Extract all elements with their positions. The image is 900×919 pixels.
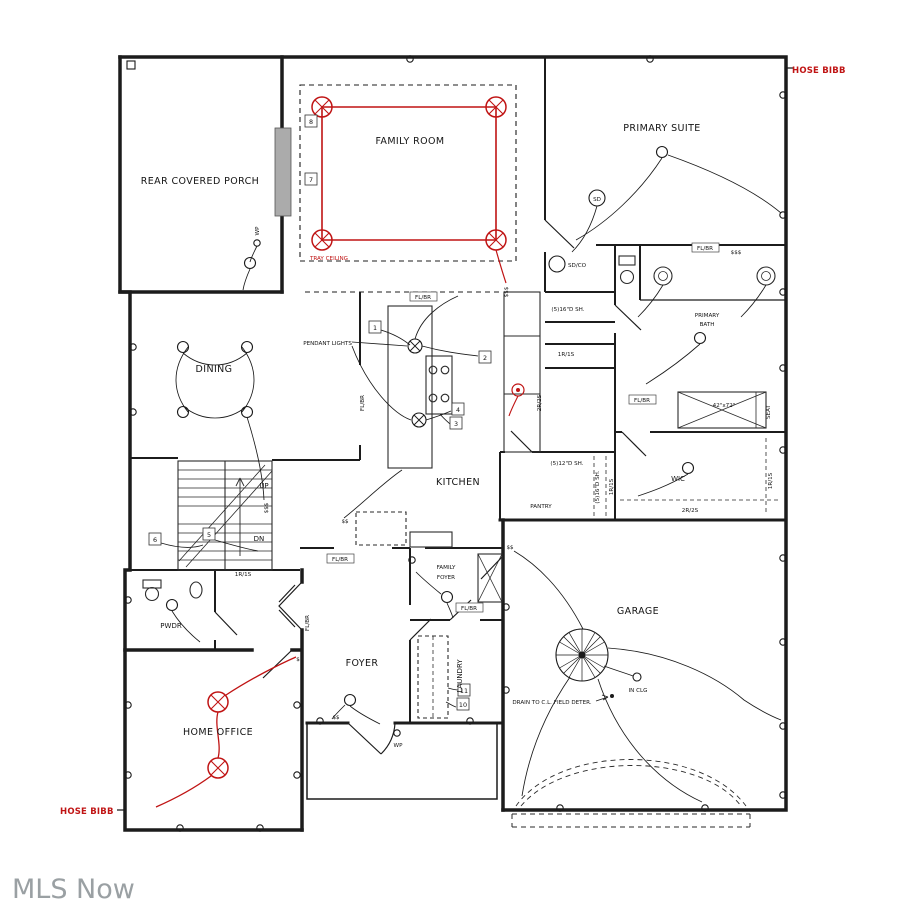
hose-bibb-top-note: HOSE BIBB (792, 66, 846, 76)
circuit-marker-11: 11 (460, 687, 468, 695)
room-label-rear-covered-porch: REAR COVERED PORCH (141, 176, 259, 187)
circuit-marker-10: 10 (459, 701, 467, 709)
wiring-red (155, 96, 525, 808)
circuit-marker-2: 2 (483, 354, 487, 362)
flbr-tag-6: FL/BR (634, 398, 650, 404)
wp-outlet-label-front: WP (394, 743, 404, 749)
ceiling-outlet-icon (632, 672, 642, 682)
room-label-primary-bath-1: PRIMARY (695, 313, 720, 319)
shelf-tag-12: (5)12"D SH. (550, 461, 583, 467)
flbr-tag-2: FL/BR (360, 395, 366, 411)
circuit-marker-1: 1 (373, 324, 377, 332)
flbr-tag-5: FL/BR (461, 606, 477, 612)
shower-size-label: 42"x72" (713, 403, 736, 409)
tag-boxes (326, 242, 720, 613)
switch-2gang-kitchen: $$ (341, 519, 349, 525)
shelf-tag-16b: (5)16"D SH. (595, 470, 601, 503)
circuit-marker-4: 4 (456, 406, 460, 414)
stairs-up-label: UP (259, 482, 268, 490)
switch-3gang-bath: $$$ (731, 250, 742, 256)
stairs-dn-label: DN (254, 535, 265, 543)
rod-shelf-tag-6: 2R/2S (537, 394, 543, 411)
smoke-detector-label: SD (593, 197, 601, 203)
switch-3gang-stairs: $$$ (264, 502, 270, 513)
room-label-kitchen: KITCHEN (436, 477, 480, 488)
exterior-walls (118, 55, 788, 832)
shelf-tag-16a: (5)16"D SH. (551, 307, 584, 313)
fireplace (274, 127, 292, 217)
rod-shelf-tag-5: 2R/2S (682, 508, 699, 514)
smoke-detector-icon (548, 189, 606, 273)
switch-3gang-familyroom: $$$ (504, 286, 510, 297)
room-label-pwdr: PWDR (160, 622, 182, 630)
flbr-tag-4: FL/BR (305, 615, 311, 631)
ceiling-breaks (299, 84, 517, 293)
tray-ceiling-circuit (321, 106, 497, 241)
outlet-icons (124, 55, 787, 832)
mls-watermark: MLS Now (12, 874, 135, 905)
rod-shelf-tag-3: 1R/1S (609, 478, 615, 495)
tray-ceiling-note: TRAY CEILING (309, 256, 348, 262)
room-label-family-foyer-1: FAMILY (437, 565, 456, 571)
flbr-tag-1: FL/BR (415, 295, 431, 301)
switch-2gang-foyer: $$ (332, 715, 340, 721)
room-label-wic: WIC (671, 475, 685, 483)
flbr-tag-3: FL/BR (332, 557, 348, 563)
room-label-primary-suite: PRIMARY SUITE (623, 123, 700, 134)
room-label-laundry: LAUNDRY (456, 659, 464, 693)
island-pendant-icon (407, 338, 427, 428)
rod-shelf-tag-4: 1R/1S (768, 472, 774, 489)
room-label-dining: DINING (196, 364, 233, 375)
switch-1gang-office: $ (296, 657, 300, 663)
circuit-marker-5: 5 (207, 531, 211, 539)
circuit-marker-boxes (148, 114, 492, 711)
garage-opener-icon (555, 628, 609, 682)
circuit-marker-8: 8 (309, 118, 313, 126)
room-label-home-office: HOME OFFICE (183, 727, 253, 738)
labels: REAR COVERED PORCH FAMILY ROOM PRIMARY S… (60, 66, 846, 817)
room-label-family-room: FAMILY ROOM (375, 136, 444, 147)
room-label-primary-bath-2: BATH (700, 322, 715, 328)
wiring-black (117, 67, 794, 811)
wp-outlet-label-porch: WP (255, 226, 261, 236)
circuit-marker-6: 6 (153, 536, 157, 544)
rod-shelf-tag-2: 1R/1S (235, 572, 252, 578)
in-clg-note: IN CLG (629, 688, 648, 694)
pendant-lights-note: PENDANT LIGHTS (303, 341, 352, 347)
switch-2gang-garage: $$ (506, 545, 514, 551)
rod-shelf-tag-1: 1R/1S (558, 352, 575, 358)
drain-note: DRAIN TO C.L. FIELD DETER. (512, 700, 591, 706)
fixtures (142, 127, 780, 828)
room-label-pantry: PANTRY (530, 504, 552, 510)
floor-drain-icon (610, 694, 614, 698)
room-label-family-foyer-2: FOYER (437, 575, 455, 581)
flbr-tag-7: FL/BR (697, 246, 713, 252)
hose-bibb-bottom-note: HOSE BIBB (60, 807, 114, 817)
room-label-garage: GARAGE (617, 606, 659, 617)
circuit-marker-3: 3 (454, 420, 458, 428)
light-fixture-icons (165, 145, 707, 707)
room-label-foyer: FOYER (346, 658, 379, 669)
shower-seat-label: SEAT (766, 404, 772, 418)
circuit-marker-7: 7 (309, 176, 313, 184)
sd-co-label: SD/CO (568, 263, 587, 269)
pendant-light-icon (508, 383, 525, 417)
